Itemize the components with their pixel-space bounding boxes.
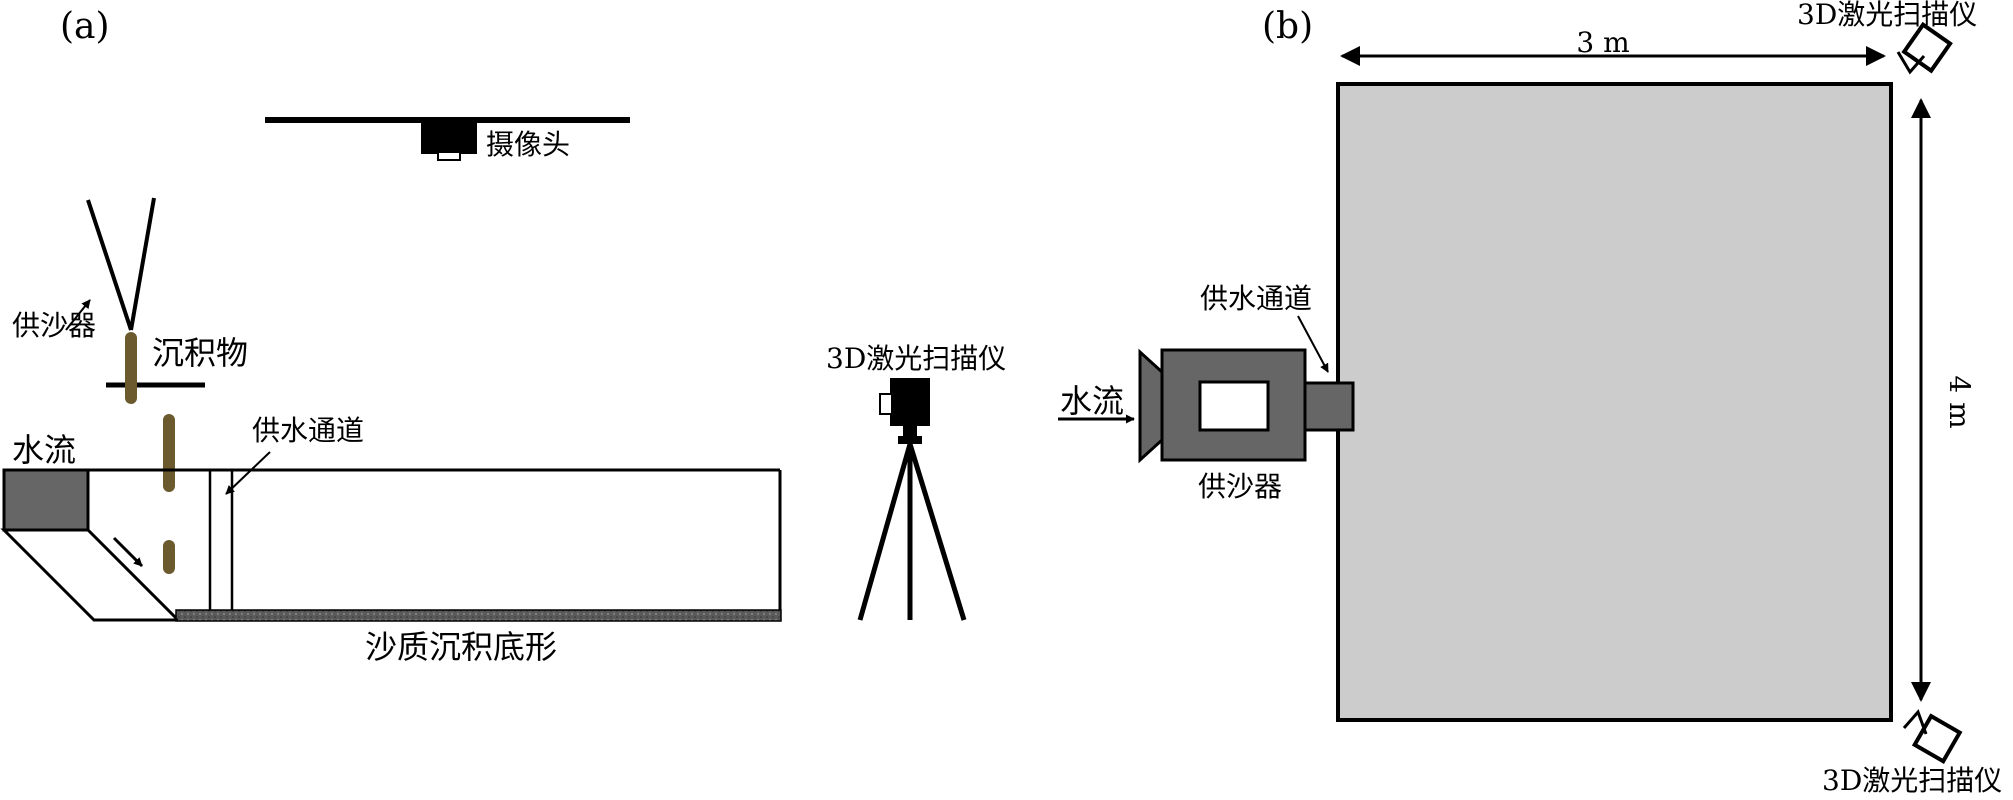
feeder-window [1198,380,1270,432]
scanner-bottom-symbol [1911,713,1963,764]
scanner-top-label: 3D激光扫描仪 [1797,0,1977,31]
sand-feeder: 供沙器 [12,197,205,388]
plan-water-channel-label: 供水通道 [1200,282,1312,315]
sand-bed [175,609,782,622]
feeder-inlet-cone [1138,348,1164,464]
water-channel-label: 供水通道 [252,414,364,447]
scanner-body [890,378,930,426]
water-channel-block [1303,381,1355,432]
laser-scanner-tripod: 3D激光扫描仪 [826,342,1006,621]
flume: 水流 供水通道 沙质沉积底形 [0,414,782,666]
plan-sand-feeder: 水流 供沙器 供水通道 [1058,282,1355,503]
scanner-lens [879,393,893,415]
scanner-bottom-beam [1902,709,1928,735]
tripod-head [898,436,922,444]
feeder-right-arm [129,197,156,331]
tripod-right-leg [907,443,967,621]
scanner-top-beam [1896,51,1926,75]
scanner-label: 3D激光扫描仪 [826,342,1006,375]
camera-body [421,120,477,154]
feeder-left-arm [86,199,133,331]
width-label: 3 m [1576,26,1629,59]
panel-b-label: (b) [1262,6,1313,47]
sediment-label: 沉积物 [152,334,248,372]
sediment-stream: 沉积物 [125,332,248,574]
plan-sand-feeder-label: 供沙器 [1198,470,1282,503]
camera-label: 摄像头 [486,128,570,161]
scanner-mount [903,426,917,436]
panel-b: (b) 3 m 4 m 3D激光扫描仪 3D激光扫描仪 水流 [1058,0,2002,797]
panel-a: (a) 摄像头 供沙器 沉积物 [0,6,1006,666]
scanner-bottom: 3D激光扫描仪 [1822,709,2002,797]
scanner-top: 3D激光扫描仪 [1797,0,1977,75]
basin [1336,82,1893,722]
channel-pointer-arrow [225,451,271,495]
flow-arrow [112,536,144,568]
feeder-pointer-arrow [65,299,91,331]
bedform-label: 沙质沉积底形 [365,628,557,666]
camera-lens [437,151,461,161]
plan-water-flow-label: 水流 [1060,382,1124,420]
water-flow-label: 水流 [12,431,76,469]
camera: 摄像头 [265,117,630,161]
scanner-top-symbol [1901,21,1953,74]
scanner-bottom-label: 3D激光扫描仪 [1822,764,2002,797]
panel-a-label: (a) [60,6,110,47]
plan-channel-pointer-arrow [1297,315,1329,373]
sand-feeder-label: 供沙器 [12,309,96,342]
flume-ramp [0,528,182,622]
length-label: 4 m [1943,375,1976,428]
tripod-left-leg [857,443,913,621]
flume-inlet-box [2,468,90,532]
